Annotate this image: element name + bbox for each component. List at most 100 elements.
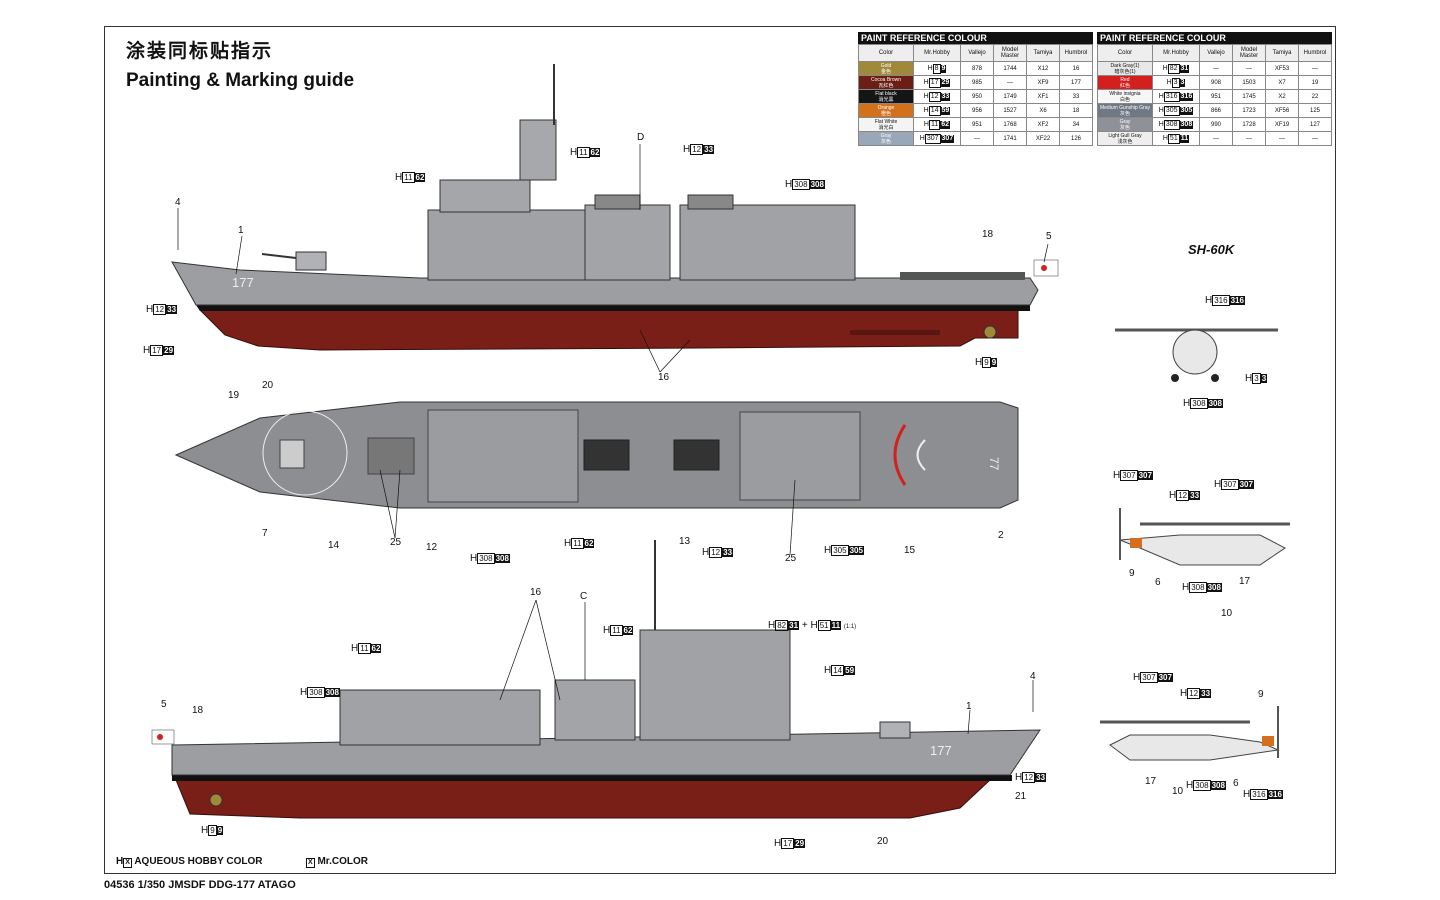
helicopter-title: SH-60K xyxy=(1188,242,1235,257)
callout-heli-6-a: 6 xyxy=(1155,577,1161,588)
callout-2: 2 xyxy=(998,530,1004,541)
callout-12: 12 xyxy=(426,542,438,553)
boot-top-top xyxy=(196,305,1030,311)
bow-gun-circle xyxy=(262,410,348,496)
side-view-top xyxy=(171,64,1059,351)
column-header: Vallejo xyxy=(960,44,994,62)
callout-13: 13 xyxy=(679,536,691,547)
forward-deckhouse xyxy=(427,409,579,503)
tail-marking-2 xyxy=(1262,736,1274,746)
title-chinese: 涂装同标贴指示 xyxy=(126,41,274,62)
callout-25-left: 25 xyxy=(390,537,402,548)
aft-superstructure xyxy=(679,204,856,281)
callout-18-bottom: 18 xyxy=(192,705,204,716)
deck-number: 77 xyxy=(987,457,1001,471)
forward-funnel xyxy=(594,194,641,210)
boot-top-bottom xyxy=(172,775,1012,781)
legend-mr-text: Mr.COLOR xyxy=(317,856,369,867)
legend-h-mark: H xyxy=(116,856,124,867)
mast-block xyxy=(519,119,557,181)
forward-superstructure xyxy=(427,209,589,281)
wheel-left xyxy=(1171,374,1179,382)
callout-25-right: 25 xyxy=(785,553,797,564)
propeller xyxy=(983,325,997,339)
forward-stack-block-b xyxy=(554,679,636,741)
fuselage-side-1 xyxy=(1119,534,1286,566)
propeller-b xyxy=(209,793,223,807)
forward-stack-block xyxy=(584,204,671,281)
callout-heli-17-a: 17 xyxy=(1239,576,1251,587)
callout-heli-10-b: 10 xyxy=(1172,786,1184,797)
callout-heli-9-a: 9 xyxy=(1129,568,1135,579)
main-gun xyxy=(295,251,327,271)
title-english: Painting & Marking guide xyxy=(126,70,355,91)
column-header: Model Master xyxy=(1232,44,1266,62)
aft-superstructure-b xyxy=(339,689,541,746)
flag-sun xyxy=(1041,265,1047,271)
footer-product: 04536 1/350 JMSDF DDG-177 ATAGO xyxy=(104,879,296,891)
forward-stack-top xyxy=(583,439,630,471)
wheel-right xyxy=(1211,374,1219,382)
scale-note: (1:1) xyxy=(843,624,857,630)
helicopter-side-view-2 xyxy=(1100,706,1280,761)
column-header: Humbrol xyxy=(1298,44,1332,62)
aft-stack-top xyxy=(673,439,720,471)
callout-20-top: 20 xyxy=(262,380,274,391)
callout-21: 21 xyxy=(1015,791,1027,802)
flight-deck-arc xyxy=(893,424,907,486)
callout-16-top: 16 xyxy=(658,372,670,383)
column-header: Mr.Hobby xyxy=(1152,44,1200,62)
hangar-rail xyxy=(900,272,1025,280)
column-header: Model Master xyxy=(993,44,1027,62)
deck-view xyxy=(174,401,1019,509)
legend-aqueous-text: AQUEOUS HOBBY COLOR xyxy=(134,856,263,867)
aft-deckhouse xyxy=(739,411,861,501)
leader-lines xyxy=(177,144,1049,735)
table-caption: PAINT REFERENCE COLOUR xyxy=(858,32,1093,44)
callout-1-top: 1 xyxy=(238,225,244,236)
callout-4-bottom: 4 xyxy=(1030,671,1036,682)
callout-16-bottom: 16 xyxy=(530,587,542,598)
main-gun-b xyxy=(879,721,911,739)
aft-funnel xyxy=(687,194,734,210)
flag-sun-b xyxy=(157,734,163,740)
callout-c: C xyxy=(580,591,588,602)
hull-number-bottom: 177 xyxy=(930,743,952,758)
callout-5-top: 5 xyxy=(1046,231,1052,242)
helicopter-front-view xyxy=(1115,328,1278,382)
